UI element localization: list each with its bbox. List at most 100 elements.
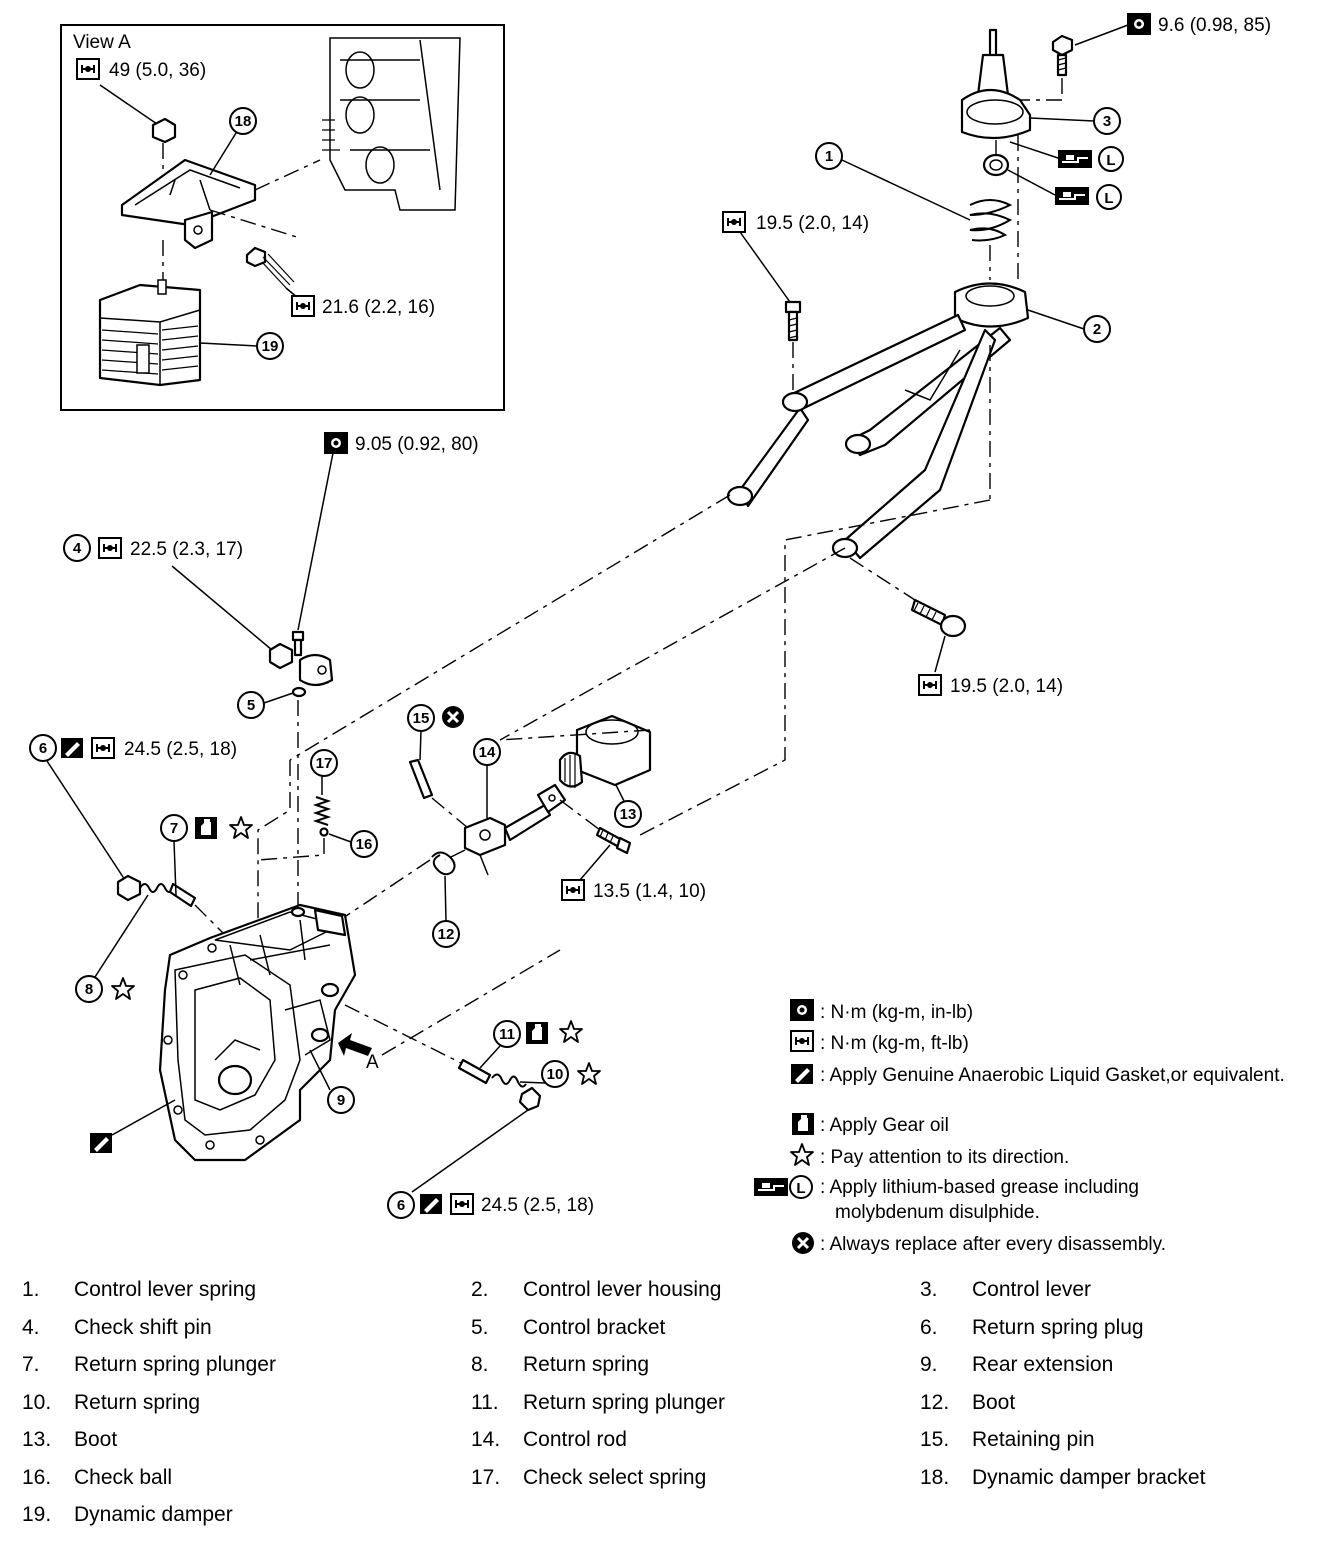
- torque-19-5-bottom: 19.5 (2.0, 14): [950, 676, 1063, 697]
- control-lever-spring-1: [969, 199, 1013, 242]
- legend-gasket: : Apply Genuine Anaerobic Liquid Gasket,…: [820, 1065, 1285, 1086]
- callout-14: 14: [479, 744, 496, 761]
- part-name: Boot: [74, 1428, 118, 1451]
- torque-ft-lb-icon: [76, 58, 100, 80]
- part-name: Return spring: [523, 1353, 650, 1376]
- torque-13-5: 13.5 (1.4, 10): [593, 881, 706, 902]
- callout-2: 2: [1093, 321, 1101, 338]
- callout-3: 3: [1103, 113, 1111, 130]
- part-number: 18.: [920, 1465, 950, 1489]
- legend-gear-oil: : Apply Gear oil: [820, 1115, 949, 1136]
- view-a-arrow: [338, 1033, 372, 1056]
- part-name: Check select spring: [523, 1465, 707, 1489]
- check-ball-16: [319, 827, 329, 837]
- part-name: Control lever housing: [523, 1278, 722, 1301]
- control-rod-assembly: 15 17 16 14 12 13: [257, 704, 706, 948]
- grease-letter-1: L: [1106, 152, 1115, 169]
- callout-6-lower: 6: [397, 1197, 405, 1214]
- part-number: 4.: [22, 1315, 40, 1339]
- legend-replace: : Always replace after every disassembly…: [820, 1234, 1166, 1255]
- legend-grease-line1: : Apply lithium-based grease including: [820, 1177, 1139, 1198]
- torque-21-6: 21.6 (2.2, 16): [322, 297, 435, 318]
- view-a-title: View A: [73, 32, 131, 53]
- callout-4: 4: [73, 540, 82, 557]
- parts-list: 1. Control lever spring 2. Control lever ho…: [0, 1278, 1344, 1538]
- part-number: 11.: [471, 1390, 499, 1414]
- nut-18: [151, 117, 177, 144]
- replace-x-icon: [440, 704, 466, 730]
- legend-nm-in-lb: : N·m (kg-m, in-lb): [820, 1002, 973, 1023]
- part-number: 19.: [22, 1503, 52, 1526]
- check-select-spring-17: [312, 796, 332, 826]
- part-number: 2.: [471, 1278, 489, 1301]
- part-number: 1.: [22, 1278, 40, 1301]
- control-lever-3: [960, 89, 1032, 140]
- callout-13: 13: [620, 806, 637, 823]
- torque-in-lb-icon: [1127, 13, 1151, 35]
- dynamic-damper-19: [98, 283, 202, 387]
- part-number: 7.: [22, 1353, 40, 1376]
- grease-letter-2: L: [1104, 190, 1113, 207]
- gear-oil-icon: [195, 817, 217, 839]
- callout-15: 15: [413, 710, 430, 727]
- engine-sketch: [322, 37, 461, 211]
- torque-9-6: 9.6 (0.98, 85): [1158, 15, 1271, 36]
- part-name: Control rod: [523, 1428, 627, 1451]
- part-number: 16.: [22, 1465, 52, 1489]
- callout-19: 19: [262, 338, 279, 355]
- torque-49: 49 (5.0, 36): [109, 60, 206, 81]
- control-lever-housing-2: [726, 282, 1030, 560]
- callout-12: 12: [438, 926, 455, 943]
- part-number: 9.: [920, 1353, 938, 1376]
- torque-9-05: 9.05 (0.92, 80): [355, 434, 479, 455]
- return-spring-right: 11 10 6 24.5 (2.5, 18): [344, 1004, 601, 1219]
- boot-12: [431, 851, 456, 876]
- symbol-legend: : N·m (kg-m, in-lb) : N·m (kg-m, ft-lb) …: [753, 999, 1285, 1256]
- part-number: 8.: [471, 1353, 489, 1376]
- part-name: Check shift pin: [74, 1315, 212, 1339]
- return-spring-left: 6 24.5 (2.5, 18) 7 8: [29, 734, 253, 1003]
- direction-star-icon: [229, 816, 253, 839]
- part-number: 12.: [920, 1390, 950, 1414]
- gasket-icon: [61, 738, 83, 758]
- part-name: Boot: [972, 1390, 1016, 1414]
- part-name: Return spring plug: [972, 1315, 1144, 1339]
- legend-nm-ft-lb: : N·m (kg-m, ft-lb): [820, 1033, 969, 1054]
- part-number: 10.: [22, 1390, 52, 1414]
- part-name: Dynamic damper bracket: [972, 1465, 1206, 1489]
- legend-grease-line2: molybdenum disulphide.: [835, 1202, 1040, 1223]
- part-number: 5.: [471, 1315, 489, 1339]
- part-name: Return spring: [74, 1390, 201, 1414]
- part-name: Return spring plunger: [74, 1353, 276, 1376]
- legend-direction: : Pay attention to its direction.: [820, 1147, 1069, 1168]
- control-rod-14: [463, 816, 507, 857]
- part-name: Return spring plunger: [523, 1390, 725, 1414]
- torque-22-5: 22.5 (2.3, 17): [130, 539, 243, 560]
- callout-11: 11: [499, 1026, 515, 1043]
- part-number: 15.: [920, 1428, 950, 1451]
- grease-icon: [1057, 149, 1093, 169]
- callout-9: 9: [337, 1092, 345, 1109]
- callout-8: 8: [85, 981, 93, 998]
- part-name: Check ball: [74, 1465, 173, 1489]
- part-number: 17.: [471, 1465, 501, 1489]
- callout-1: 1: [825, 148, 833, 165]
- view-a-arrow-label: A: [366, 1052, 379, 1073]
- part-name: Rear extension: [972, 1353, 1114, 1376]
- callout-17: 17: [316, 755, 333, 772]
- part-name: Control lever: [972, 1278, 1092, 1301]
- part-number: 13.: [22, 1428, 52, 1451]
- callout-6-upper: 6: [39, 740, 47, 757]
- view-a-panel: View A 49 (5.0, 36) 18 21.6 (2.2: [60, 24, 505, 411]
- part-number: 3.: [920, 1278, 938, 1301]
- check-shift-assembly: 9.05 (0.92, 80) 4 22.5 (2.3, 17) 5: [63, 432, 479, 945]
- callout-16: 16: [356, 836, 373, 853]
- part-name: Control bracket: [523, 1315, 666, 1339]
- part-name: Retaining pin: [972, 1428, 1095, 1451]
- rear-extension-9: [158, 903, 357, 1162]
- part-name: Control lever spring: [74, 1278, 257, 1301]
- callout-5: 5: [247, 697, 255, 714]
- legend-grease-letter: L: [796, 1180, 805, 1197]
- torque-24-5-lower: 24.5 (2.5, 18): [481, 1195, 594, 1216]
